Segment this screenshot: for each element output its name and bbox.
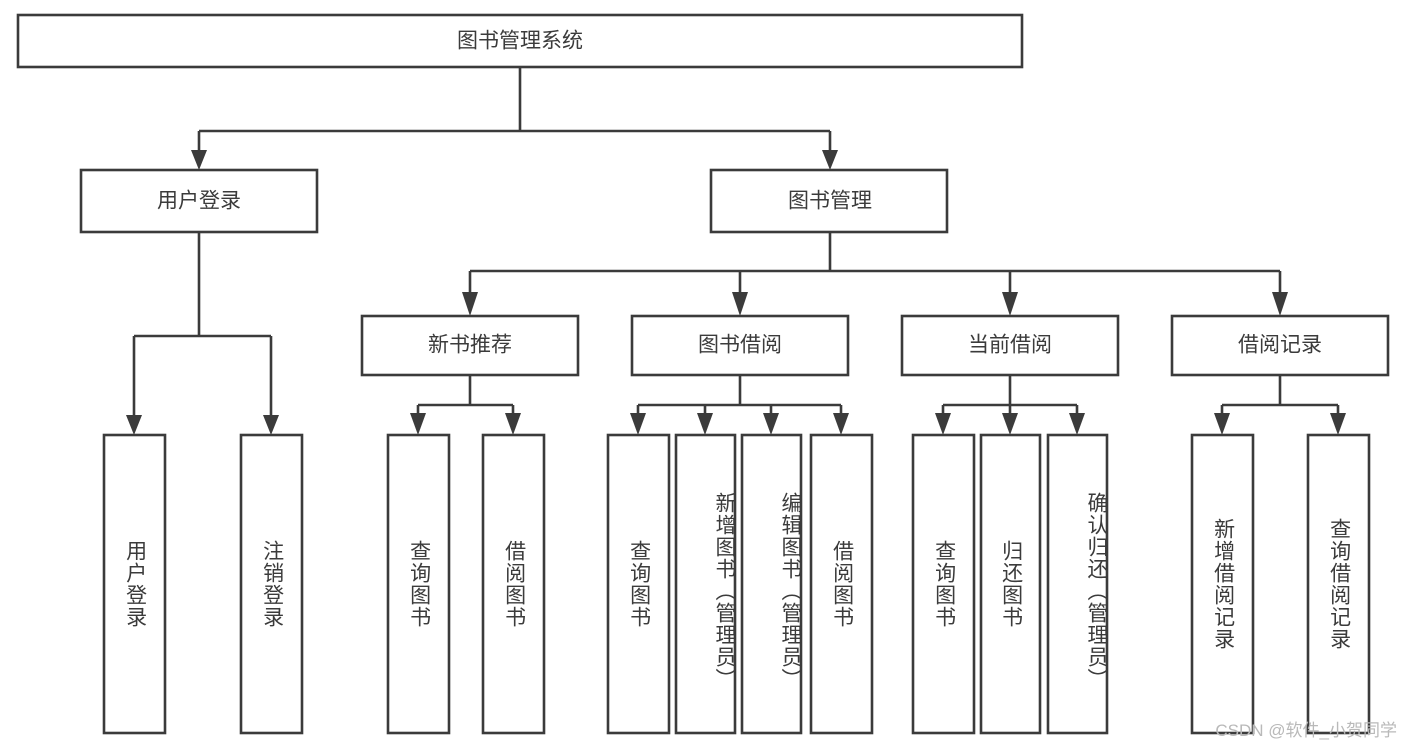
node-level3-label-2: 当前借阅 [968,334,1052,357]
node-level3-book-borrow[interactable] [630,314,850,377]
arrowhead-icon [763,413,779,435]
arrowhead-icon [1330,413,1346,435]
arrowhead-icon [410,413,426,435]
node-leaf-4[interactable] [606,433,671,735]
arrowhead-icon [1272,292,1288,316]
node-root-label: 图书管理系统 [457,30,583,53]
node-level2-book-management[interactable] [709,168,949,234]
node-level3-label-0: 新书推荐 [428,334,512,357]
connector-new-book-to-leaves [410,375,521,435]
arrowhead-icon [263,415,279,435]
node-level3-borrow-record[interactable] [1170,314,1390,377]
node-level3-current-borrow[interactable] [900,314,1120,377]
node-leaf-8[interactable] [911,433,976,735]
node-leaf-5[interactable] [674,433,737,735]
arrowhead-icon [1214,413,1230,435]
node-root[interactable] [16,13,1024,69]
node-leaf-10[interactable] [1046,433,1109,735]
node-level3-label-1: 图书借阅 [698,334,782,357]
node-leaf-6[interactable] [740,433,803,735]
arrowhead-icon [126,415,142,435]
node-level2-label-0: 用户登录 [157,190,241,213]
node-level2-label-1: 图书管理 [788,190,872,213]
arrowhead-icon [191,150,207,170]
node-level2-user-login[interactable] [79,168,319,234]
arrowhead-icon [462,292,478,316]
node-leaf-3[interactable] [481,433,546,735]
connector-user-login-to-leaves [126,232,279,435]
node-leaf-12[interactable] [1306,433,1371,735]
arrowhead-icon [732,292,748,316]
connector-current-borrow-to-leaves [935,375,1085,435]
connector-book-mgmt-to-level3 [462,232,1288,316]
node-level3-new-book-recommend[interactable] [360,314,580,377]
node-leaf-9[interactable] [979,433,1042,735]
arrowhead-icon [630,413,646,435]
node-leaf-2[interactable] [386,433,451,735]
connector-book-borrow-to-leaves [630,375,849,435]
arrowhead-icon [1069,413,1085,435]
arrowhead-icon [1002,413,1018,435]
node-leaf-1[interactable] [239,433,304,735]
connector-borrow-record-to-leaves [1214,375,1346,435]
arrowhead-icon [697,413,713,435]
arrowhead-icon [822,150,838,170]
watermark-text: CSDN @软件_小贺同学 [1215,721,1397,740]
arrowhead-icon [833,413,849,435]
node-level3-label-3: 借阅记录 [1238,334,1322,357]
arrowhead-icon [935,413,951,435]
node-leaf-7[interactable] [809,433,874,735]
arrowhead-icon [1002,292,1018,316]
connector-root-to-level2 [191,67,838,170]
node-leaf-11[interactable] [1190,433,1255,735]
arrowhead-icon [505,413,521,435]
node-leaf-0[interactable] [102,433,167,735]
